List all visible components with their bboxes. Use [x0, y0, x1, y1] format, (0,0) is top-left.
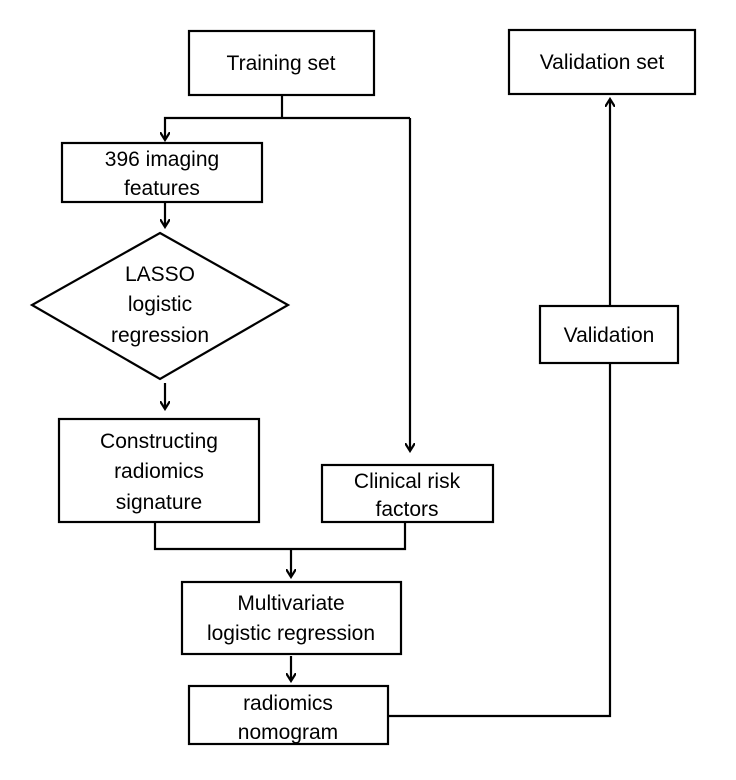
multivariate-label-line2: logistic regression	[207, 622, 375, 645]
radiomics-signature-label-line2: radiomics	[114, 460, 204, 483]
training-set-label: Training set	[227, 52, 336, 75]
radiomics-signature-label-line3: signature	[116, 491, 202, 514]
imaging-features-label-line2: features	[124, 177, 200, 200]
edges	[153, 95, 612, 718]
clinical-risk-factors-label-line1: Clinical risk	[354, 470, 461, 493]
node-validation-set: Validation set	[507, 28, 697, 96]
validation-set-label: Validation set	[540, 51, 665, 74]
edge-nomogram-to-validation	[389, 364, 612, 718]
lasso-label-line2: logistic	[128, 293, 192, 316]
multivariate-label-line1: Multivariate	[237, 592, 344, 615]
node-validation: Validation	[538, 304, 680, 365]
nomogram-label-line1: radiomics	[243, 692, 333, 715]
node-clinical-risk-factors: Clinical risk factors	[320, 463, 495, 524]
lasso-label-line3: regression	[111, 324, 209, 347]
validation-label: Validation	[564, 324, 655, 347]
nomogram-label-line2: nomogram	[238, 721, 338, 744]
node-multivariate: Multivariate logistic regression	[180, 580, 403, 656]
node-nomogram: radiomics nomogram	[187, 684, 390, 746]
imaging-features-label-line1: 396 imaging	[105, 148, 219, 171]
clinical-risk-factors-label-line2: factors	[375, 498, 438, 521]
lasso-label-line1: LASSO	[125, 263, 195, 286]
radiomics-signature-label-line1: Constructing	[100, 430, 218, 453]
edge-merge	[153, 523, 407, 551]
node-training-set: Training set	[187, 29, 376, 97]
node-radiomics-signature: Constructing radiomics signature	[57, 417, 261, 524]
node-lasso: LASSO logistic regression	[29, 231, 291, 381]
edge-split-to-features	[165, 116, 410, 140]
node-imaging-features: 396 imaging features	[60, 141, 264, 204]
